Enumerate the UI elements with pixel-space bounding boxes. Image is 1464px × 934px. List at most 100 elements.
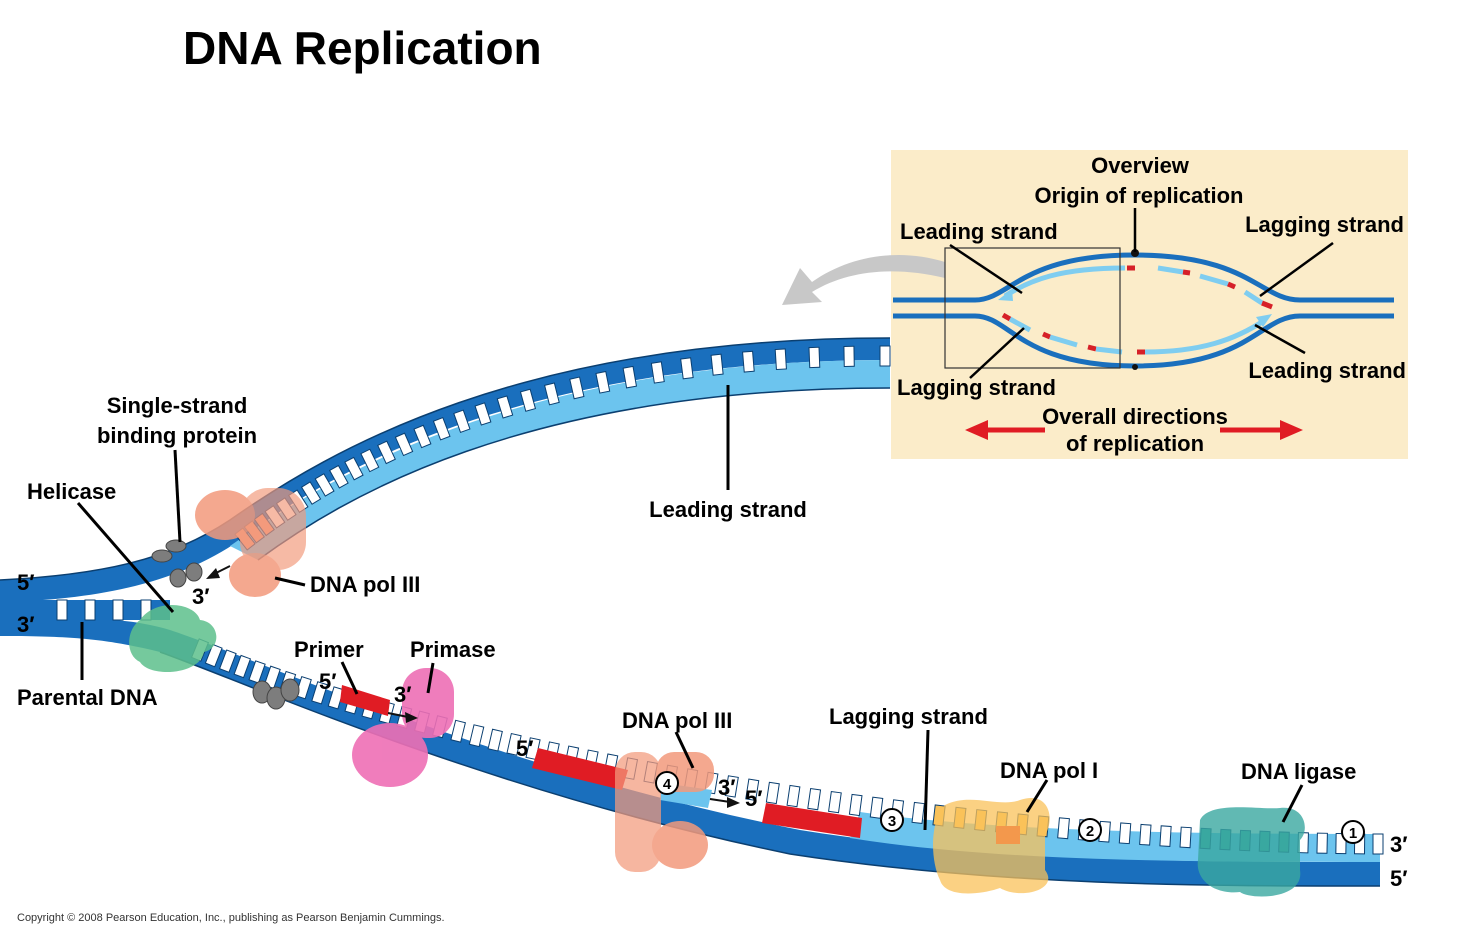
leader-line: [1259, 241, 1334, 298]
synthesis-arrow-icon: [709, 797, 740, 808]
helicase-label: Helicase: [27, 479, 116, 504]
leading-strand-label: Leading strand: [649, 497, 807, 522]
step-1-badge: 1: [1341, 820, 1365, 844]
overview-lagging-fragments-right: [1127, 265, 1273, 310]
overview-arrowhead: [1256, 314, 1272, 327]
base-pair: [786, 784, 801, 808]
end-label: 3′: [1390, 832, 1408, 857]
copyright-text: Copyright © 2008 Pearson Education, Inc.…: [17, 912, 445, 924]
end-label: 3′: [394, 682, 412, 707]
overview-panel: Overview Origin of replication Leading s…: [782, 150, 1408, 459]
directions-label-line2: of replication: [1066, 431, 1204, 456]
base-pair: [724, 775, 739, 798]
base-pair: [496, 395, 514, 419]
strand-outline: [0, 337, 891, 581]
svg-text:3: 3: [888, 813, 896, 830]
dna-pol-iii-lower: [615, 752, 714, 872]
primer-red-segment: [340, 685, 390, 716]
okazaki-primer-red: [532, 748, 628, 790]
end-label: 5′: [745, 786, 763, 811]
single-strand-binding-protein-label: Single-strand: [107, 393, 248, 418]
synthesis-arrow-icon: [387, 712, 418, 723]
zoom-arrow-icon: [782, 254, 945, 305]
step-2-badge: 2: [1078, 818, 1102, 842]
base-pair: [468, 724, 485, 748]
base-pair: [650, 361, 665, 384]
base-pair: [807, 787, 822, 811]
svg-text:4: 4: [663, 776, 672, 793]
leader-lines: [76, 385, 1304, 831]
base-pair: [1118, 822, 1132, 845]
primase-label: Primase: [410, 637, 496, 662]
overview-lagging-fragments-left: [1001, 312, 1145, 355]
step-3-badge: 3: [880, 808, 904, 832]
dna-pol-i: [933, 798, 1050, 894]
base-pair: [869, 796, 884, 819]
end-label: 3′: [192, 584, 210, 609]
base-pair: [1057, 817, 1070, 840]
base-pair: [474, 402, 492, 426]
base-pair: [1159, 825, 1172, 847]
base-pair: [218, 649, 237, 673]
primase: [352, 668, 454, 787]
base-pair: [519, 388, 537, 412]
parental-dna-label: Parental DNA: [17, 685, 158, 710]
direction-arrow-left-icon: [965, 420, 1045, 440]
lagging-strand-label: Lagging strand: [829, 704, 988, 729]
okazaki-primer-red: [762, 803, 862, 838]
base-pair: [360, 448, 380, 473]
leader-line: [969, 327, 1025, 379]
end-label: 5′: [1390, 866, 1408, 891]
leader-line: [949, 243, 1023, 295]
base-pair: [311, 681, 328, 705]
base-pair: [344, 456, 364, 481]
end-label: 3′: [17, 612, 35, 637]
end-label: 5′: [516, 736, 534, 761]
base-pair: [808, 346, 821, 369]
base-pair: [595, 370, 611, 394]
dna-ligase-label: DNA ligase: [1241, 759, 1356, 784]
base-pair: [300, 481, 322, 505]
base-pair: [622, 365, 638, 389]
base-pair: [314, 473, 335, 497]
base-pair: [413, 424, 432, 449]
svg-text:1: 1: [1349, 825, 1357, 842]
overview-leading-strand-top-label: Leading strand: [900, 219, 1058, 244]
base-pair: [506, 732, 522, 756]
base-pair: [248, 660, 266, 684]
base-pair: [828, 790, 842, 814]
dna-ligase: [1197, 807, 1305, 897]
single-strand-binding-protein-upper: [151, 539, 203, 588]
base-pair: [1316, 832, 1328, 854]
overview-lagging-strand-top-label: Lagging strand: [1245, 212, 1404, 237]
base-pair: [879, 345, 891, 367]
strand-outline: [159, 651, 1381, 887]
overview-leading-strand-right: [1144, 317, 1267, 355]
dna-pol-iii-upper-label: DNA pol III: [310, 572, 420, 597]
end-label: 5′: [17, 570, 35, 595]
base-pair: [843, 345, 855, 367]
base-pair: [56, 599, 68, 621]
base-pair: [765, 781, 780, 805]
overview-background: [891, 150, 1408, 459]
base-pair: [1179, 826, 1192, 849]
base-pair: [544, 382, 560, 406]
directions-label-line1: Overall directions: [1042, 404, 1228, 429]
dna-pol-iii-upper: [195, 488, 306, 597]
base-pair: [710, 353, 724, 376]
end-label: 5′: [319, 669, 337, 694]
base-pair: [1139, 823, 1152, 846]
base-pair: [453, 409, 471, 433]
base-pair: [569, 376, 585, 400]
leading-strand-arm: [0, 337, 891, 602]
overview-heading: Overview: [1091, 153, 1190, 178]
single-strand-binding-protein-label-line2: binding protein: [97, 423, 257, 448]
base-pair: [204, 643, 223, 668]
base-pair: [377, 440, 396, 465]
origin-dot-bottom: [1132, 364, 1138, 370]
base-pair: [848, 793, 863, 817]
base-pair: [84, 599, 96, 621]
base-pair: [394, 432, 414, 457]
base-pair: [745, 778, 760, 801]
